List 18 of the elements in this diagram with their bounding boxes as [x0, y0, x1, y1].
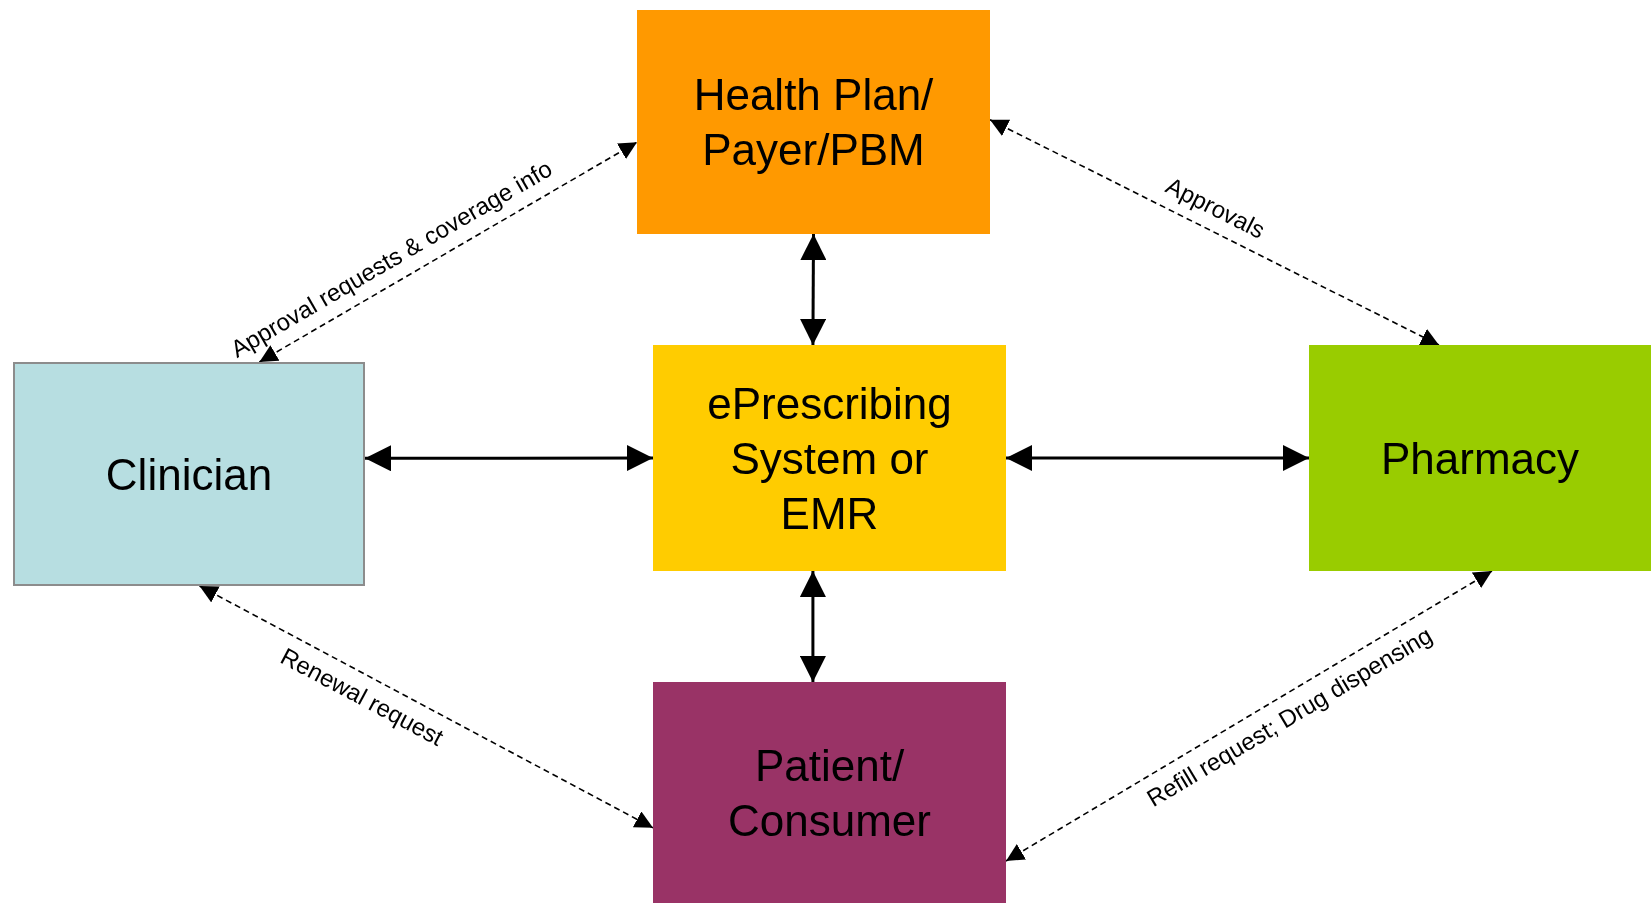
node-label: Pharmacy — [1380, 432, 1580, 485]
process-box — [653, 682, 1006, 903]
arrow — [1006, 445, 1309, 471]
arrow — [800, 234, 827, 345]
node-label: Clinician — [105, 448, 273, 501]
node-label: ePrescribing System or EMR — [706, 377, 953, 540]
process-box — [13, 362, 365, 586]
dashed-arrow — [198, 585, 654, 829]
process-box — [637, 10, 990, 234]
process-box — [653, 345, 1006, 571]
dashed-arrow — [1005, 570, 1493, 862]
arrow — [365, 445, 653, 472]
arrow — [799, 571, 826, 682]
node-label: Health Plan/ Payer/PBM — [692, 69, 935, 176]
dashed-arrow — [258, 141, 638, 363]
node-label: Patient/ Consumer — [727, 739, 932, 847]
dashed-arrow — [989, 118, 1440, 346]
process-box — [1309, 345, 1651, 571]
